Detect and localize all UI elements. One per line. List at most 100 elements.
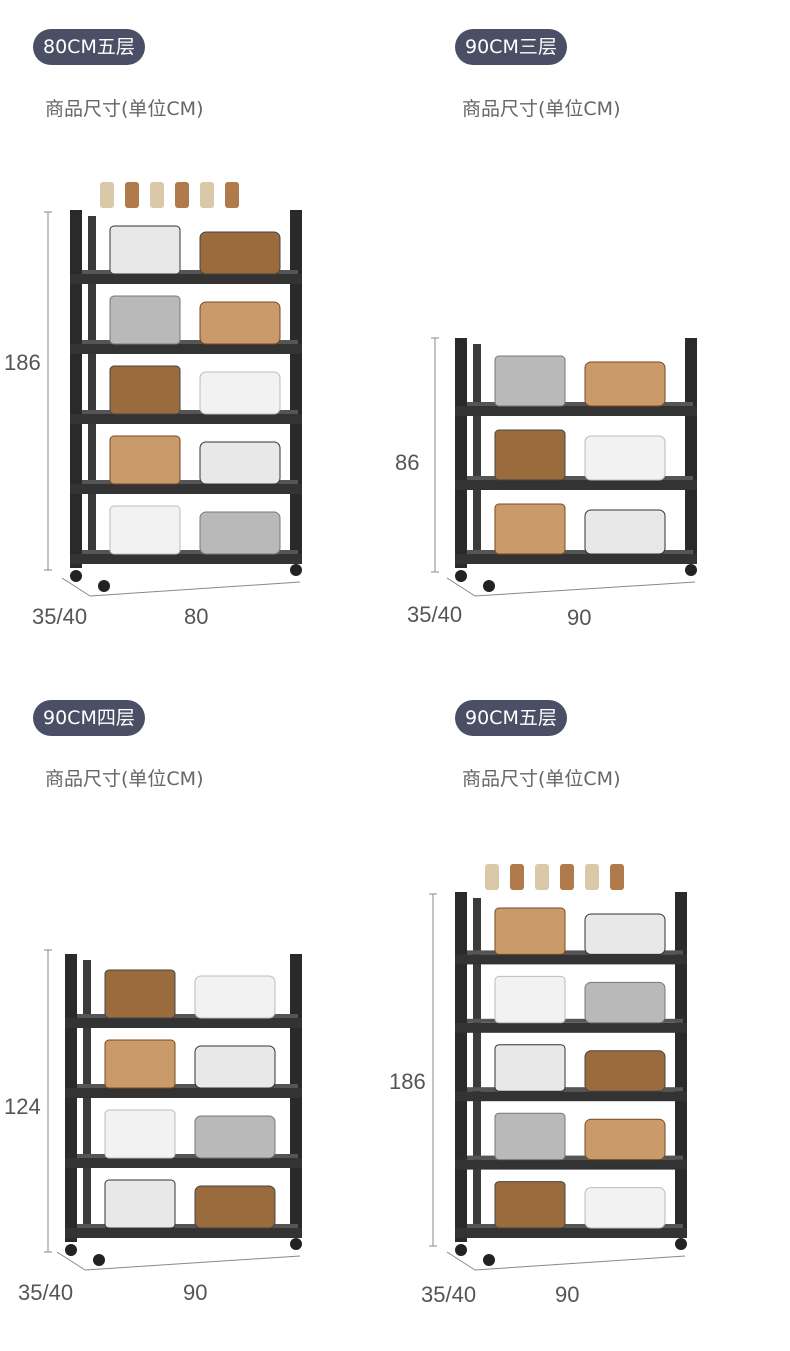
caster-wheel	[483, 580, 495, 592]
depth-label: 35/40	[407, 602, 463, 627]
shelf-board	[455, 480, 697, 490]
shelf-rack-image	[429, 864, 687, 1271]
jars	[494, 907, 566, 955]
rack-post	[70, 210, 82, 568]
jars	[494, 503, 566, 555]
caster-wheel	[455, 570, 467, 582]
caster-wheel	[455, 1244, 467, 1256]
condiment-jar	[200, 182, 214, 208]
product-card-90cm-5-tier: 90CM五层 商品尺寸(单位CM) 186 35/40 90	[389, 676, 790, 1351]
shelf-board	[70, 414, 302, 424]
rack-post	[685, 338, 697, 560]
cookware	[109, 295, 181, 345]
width-dimension-line	[474, 1255, 686, 1271]
dimension-subtitle: 商品尺寸(单位CM)	[45, 768, 204, 790]
microwave	[194, 1045, 276, 1089]
rack-post	[473, 344, 481, 560]
shelf-rack-image	[44, 182, 302, 597]
shelf-rack-image	[44, 949, 302, 1271]
depth-dimension-line	[56, 1251, 86, 1271]
rice-cooker	[194, 1185, 276, 1229]
shelf-board	[70, 274, 302, 284]
height-label: 124	[4, 1094, 41, 1119]
shelf-edge	[77, 1084, 298, 1088]
shelf-edge	[467, 550, 693, 554]
rice-cooker	[584, 1050, 666, 1092]
cookware	[584, 981, 666, 1024]
plates	[109, 505, 181, 555]
plates	[494, 975, 566, 1024]
plates	[199, 371, 281, 415]
shelf-board	[455, 1091, 687, 1102]
shelf-edge	[77, 1224, 298, 1228]
rack-post	[473, 898, 481, 1234]
shelf-edge	[467, 950, 683, 955]
depth-dimension-line	[446, 577, 476, 597]
condiment-jar	[560, 864, 574, 890]
condiment-jar	[175, 182, 189, 208]
condiment-jar	[535, 864, 549, 890]
shelf-board	[70, 344, 302, 354]
depth-label: 35/40	[18, 1280, 74, 1305]
shelf-edge	[467, 1224, 683, 1228]
width-label: 90	[567, 605, 592, 630]
shelf-board	[65, 1158, 302, 1168]
rice-cooker	[109, 365, 181, 415]
shelf-board	[455, 406, 697, 416]
shelf-edge	[82, 550, 298, 554]
depth-dimension-line	[61, 577, 91, 597]
width-label: 90	[183, 1280, 208, 1305]
shelf-board	[65, 1228, 302, 1238]
rack-post	[675, 892, 687, 1234]
height-label: 186	[389, 1069, 426, 1094]
product-card-90cm-4-tier: 90CM四层 商品尺寸(单位CM) 124 35/40 90	[0, 676, 395, 1351]
shelf-board	[455, 1022, 687, 1033]
condiment-jar	[585, 864, 599, 890]
width-label: 90	[555, 1282, 580, 1307]
condiment-jar	[225, 182, 239, 208]
shelf-board	[455, 1228, 687, 1238]
caster-wheel	[93, 1254, 105, 1266]
condiment-jar	[150, 182, 164, 208]
shelf-edge	[467, 1018, 683, 1023]
rack-post	[88, 216, 96, 560]
size-badge: 90CM四层	[33, 700, 145, 736]
product-card-80cm-5-tier: 80CM五层 商品尺寸(单位CM) 186 35/40 80	[0, 0, 395, 675]
shelf-board	[65, 1018, 302, 1028]
jars	[584, 1118, 666, 1161]
condiment-jar	[510, 864, 524, 890]
shelf-edge	[467, 1087, 683, 1092]
jars	[584, 361, 666, 407]
condiment-jar	[485, 864, 499, 890]
jars	[199, 301, 281, 345]
shelf-edge	[82, 340, 298, 344]
shelf-edge	[77, 1154, 298, 1158]
height-label: 86	[395, 450, 420, 475]
size-badge: 90CM五层	[455, 700, 567, 736]
plates	[584, 1187, 666, 1229]
rack-post	[455, 892, 467, 1242]
caster-wheel	[70, 570, 82, 582]
caster-wheel	[65, 1244, 77, 1256]
microwave	[584, 509, 666, 555]
microwave	[199, 441, 281, 485]
width-dimension-line	[84, 1255, 301, 1271]
dimension-subtitle: 商品尺寸(单位CM)	[462, 768, 621, 790]
dimension-subtitle: 商品尺寸(单位CM)	[462, 98, 621, 120]
microwave	[104, 1179, 176, 1229]
cookware	[199, 511, 281, 555]
width-dimension-line	[474, 581, 696, 597]
shelf-edge	[467, 402, 693, 406]
depth-label: 35/40	[421, 1282, 477, 1307]
caster-wheel	[483, 1254, 495, 1266]
jars	[104, 1039, 176, 1089]
microwave	[584, 913, 666, 955]
height-label: 186	[4, 350, 41, 375]
microwave	[109, 225, 181, 275]
caster-wheel	[290, 564, 302, 576]
plates	[584, 435, 666, 481]
shelf-board	[65, 1088, 302, 1098]
shelf-edge	[77, 1014, 298, 1018]
condiment-jar	[100, 182, 114, 208]
shelf-board	[455, 1159, 687, 1170]
